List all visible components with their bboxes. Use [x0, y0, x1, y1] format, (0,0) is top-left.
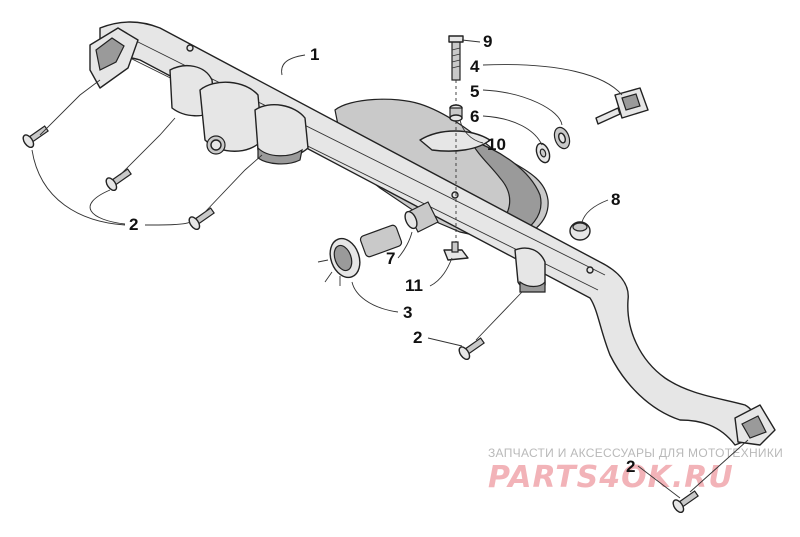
callout-labels: 1 9 4 5 6 10 8 2 7 11 3 2 2	[129, 32, 635, 476]
plug-cap	[569, 221, 591, 241]
callout-5: 5	[470, 82, 479, 101]
callout-9: 9	[483, 32, 492, 51]
watermark-tagline: ЗАПЧАСТИ И АКСЕССУАРЫ ДЛЯ МОТОТЕХНИКИ	[488, 446, 783, 460]
spacer	[449, 104, 463, 122]
callout-1: 1	[310, 45, 319, 64]
leader-lines	[31, 39, 749, 499]
callout-7: 7	[386, 249, 395, 268]
callout-8: 8	[611, 190, 620, 209]
screw-center	[458, 337, 485, 361]
ignition-switch	[317, 224, 403, 286]
mounting-bolt	[448, 35, 464, 81]
screw-left-low	[188, 207, 215, 231]
watermark-brand: PARTS4OK.RU	[488, 460, 734, 495]
callout-10: 10	[487, 135, 506, 154]
callout-2-left: 2	[129, 215, 138, 234]
screw-right	[672, 490, 699, 514]
clip-nut	[443, 241, 469, 261]
screw-left-mid	[105, 168, 132, 192]
switch-boot	[404, 201, 439, 233]
callout-3: 3	[403, 303, 412, 322]
screw-left-top	[22, 125, 49, 149]
callout-2-center: 2	[413, 328, 422, 347]
bezel-nut	[553, 126, 571, 150]
callout-6: 6	[470, 107, 479, 126]
callout-2-right: 2	[626, 457, 635, 476]
console-housing	[89, 21, 776, 446]
ignition-key	[595, 87, 649, 125]
callout-4: 4	[470, 57, 480, 76]
lock-washer	[535, 142, 551, 164]
callout-11: 11	[405, 276, 423, 295]
